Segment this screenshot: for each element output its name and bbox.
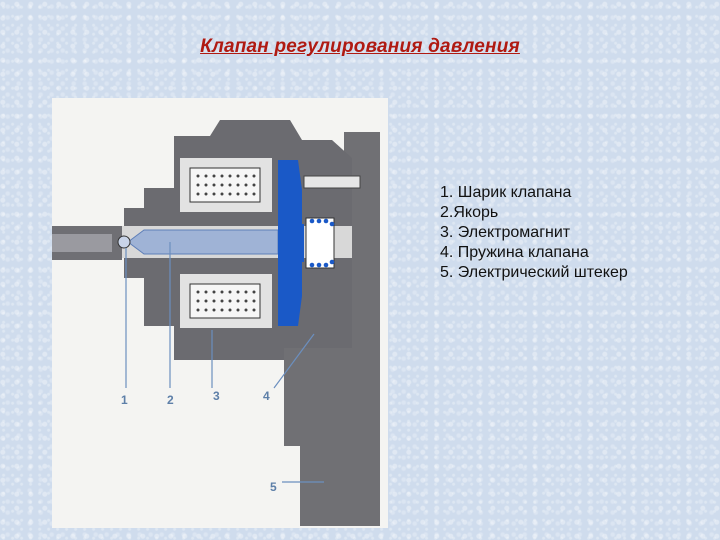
callout-1: 1 bbox=[121, 393, 128, 407]
valve-spring-chamber bbox=[305, 217, 335, 269]
callout-5: 5 bbox=[270, 480, 277, 494]
valve-cross-section-diagram: 1 2 3 4 5 bbox=[52, 98, 388, 528]
callout-2: 2 bbox=[167, 393, 174, 407]
legend-item-electromagnet: 3. Электромагнит bbox=[440, 224, 571, 241]
legend-item-electrical-plug: 5. Электрический штекер bbox=[440, 264, 628, 281]
valve-spring bbox=[309, 218, 335, 268]
connector-housing bbox=[284, 132, 380, 526]
legend-item-armature: 2.Якорь bbox=[440, 204, 499, 221]
upper-coil-winding bbox=[189, 167, 261, 203]
slide-title: Клапан регулирования давления bbox=[200, 36, 520, 57]
callout-3: 3 bbox=[213, 389, 220, 403]
callout-4: 4 bbox=[263, 389, 270, 403]
valve-ball bbox=[117, 235, 131, 249]
lower-coil-winding bbox=[189, 283, 261, 319]
parts-legend: 1. Шарик клапана 2.Якорь 3. Электромагни… bbox=[440, 183, 628, 283]
armature-disc bbox=[278, 160, 302, 326]
armature-shaft bbox=[127, 229, 279, 255]
legend-item-valve-spring: 4. Пружина клапана bbox=[440, 244, 589, 261]
legend-item-valve-ball: 1. Шарик клапана bbox=[440, 184, 572, 201]
